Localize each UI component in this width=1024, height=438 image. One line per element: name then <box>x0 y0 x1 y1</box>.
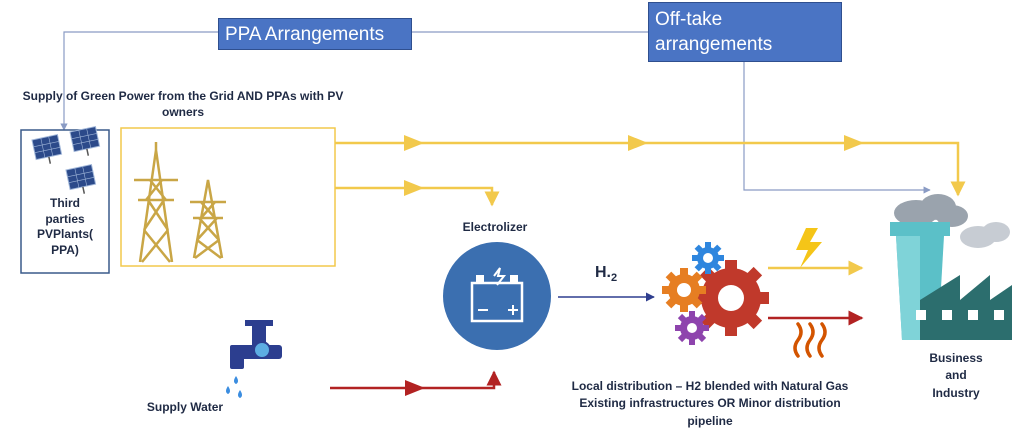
offtake-arrangements-box: Off-take arrangements <box>648 2 842 62</box>
offtake-label-line1: Off-take <box>655 9 723 30</box>
ppa-arrangements-label: PPA Arrangements <box>225 24 385 45</box>
electrolizer-label: Electrolizer <box>462 220 528 234</box>
local-line2: Existing infrastructures OR Minor distri… <box>579 396 841 411</box>
third-line4: PPA) <box>51 242 79 257</box>
h2-label: H.2 <box>595 264 617 284</box>
third-line2: parties <box>45 211 85 226</box>
water-arrowhead <box>405 380 425 396</box>
h2-sub: 2 <box>611 272 618 285</box>
offtake-label-line2: arrangements <box>655 34 773 55</box>
ppa-connector <box>60 31 648 131</box>
heat-icon <box>793 322 827 358</box>
local-line3: pipeline <box>687 413 733 428</box>
solar-panel-icon <box>31 126 101 194</box>
business-line1: Business <box>929 351 983 365</box>
third-parties-label: Third parties PVPlants( PPA) <box>21 196 109 258</box>
business-industry-label: Business and Industry <box>916 350 996 402</box>
gears-icon <box>662 242 769 345</box>
third-line3: PVPlants( <box>36 227 93 242</box>
ppa-arrangements-box: PPA Arrangements <box>218 18 412 50</box>
offtake-connector <box>743 62 931 194</box>
supply-green-line1: Supply of Green Power from the Grid AND … <box>22 89 344 103</box>
supply-green-line2: owners <box>161 105 204 120</box>
h2-main: H. <box>595 264 611 281</box>
water-flow-line <box>330 310 864 390</box>
lightning-icon <box>796 228 822 268</box>
third-line1: Third <box>50 196 80 210</box>
electrolizer-icon <box>443 242 551 350</box>
power-flow-lines <box>335 141 966 276</box>
power-arrowheads <box>404 135 864 196</box>
water-tap-icon <box>226 320 282 398</box>
power-grid-box <box>120 127 336 267</box>
business-line3: Industry <box>932 385 980 400</box>
supply-water-label: Supply Water <box>146 400 224 414</box>
transmission-tower-icon <box>134 142 226 263</box>
factory-icon <box>890 194 1012 340</box>
local-distribution-label: Local distribution – H2 blended with Nat… <box>560 378 860 430</box>
business-line2: and <box>945 368 967 383</box>
local-line1: Local distribution – H2 blended with Nat… <box>571 379 849 393</box>
supply-green-power-label: Supply of Green Power from the Grid AND … <box>8 88 358 120</box>
